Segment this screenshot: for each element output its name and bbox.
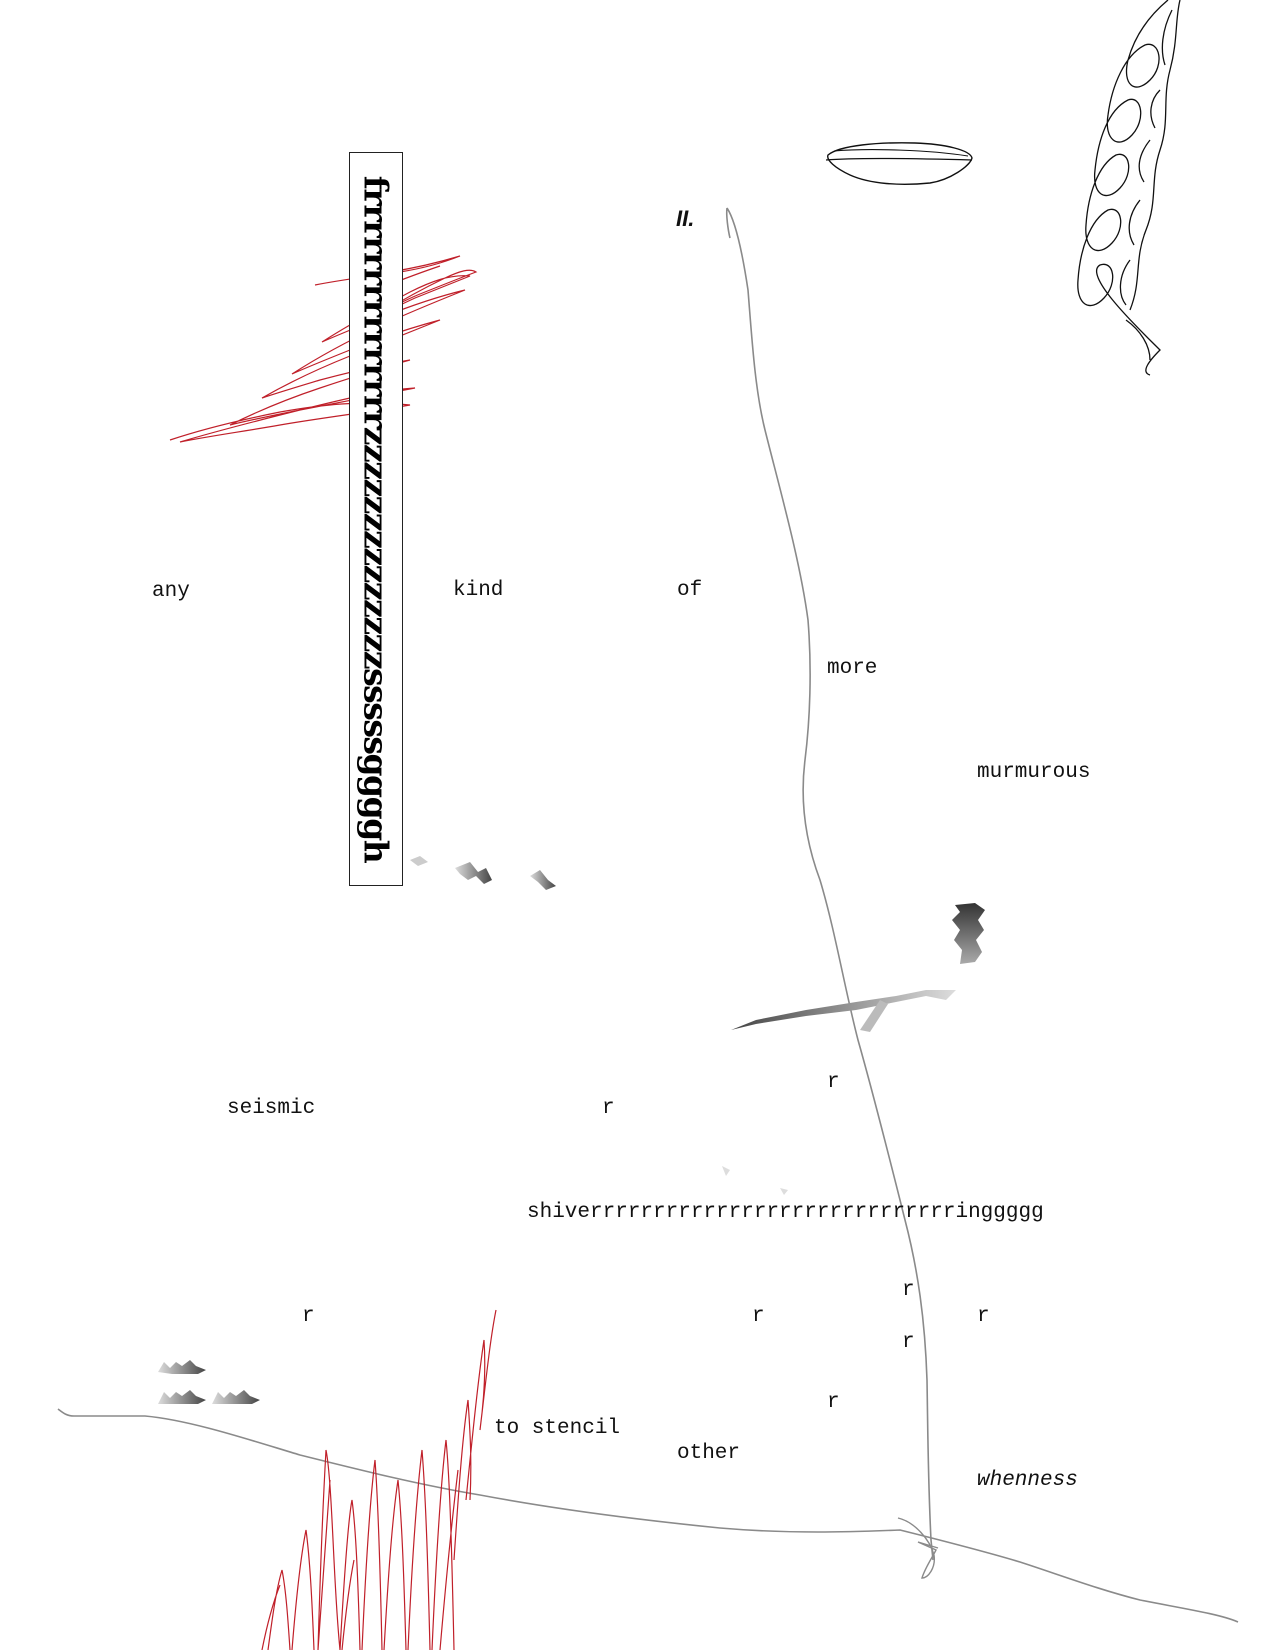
cursive-scribble-icon: [1077, 0, 1181, 376]
section-marker: II.: [676, 206, 695, 231]
word-r: r: [752, 1305, 765, 1328]
grey-vertical-hook: [725, 207, 731, 239]
word-r: r: [827, 1391, 840, 1414]
word-more: more: [827, 657, 878, 680]
grey-knot: [897, 1517, 939, 1579]
word-r: r: [902, 1279, 915, 1302]
word-kind: kind: [453, 579, 504, 602]
word-r: r: [602, 1097, 615, 1120]
red-scribble-icon: [261, 1309, 497, 1650]
red-scribble-icon: [169, 255, 478, 443]
word-r: r: [902, 1331, 915, 1354]
grey-horizontal-line: [57, 1408, 1239, 1623]
word-murmurous: murmurous: [977, 761, 1091, 784]
word-whenness: whenness: [977, 1469, 1078, 1492]
torn-fragment-icon: [158, 856, 985, 1404]
grey-vertical-line: [726, 207, 934, 1561]
word-r: r: [977, 1305, 990, 1328]
vertical-box-text: frrrrrrrrrrrrrrrzzzzzzzzzzzzzzsssssggggh: [356, 175, 396, 863]
word-r: r: [827, 1071, 840, 1094]
oval-sketch-icon: [825, 142, 973, 185]
word-seismic: seismic: [227, 1097, 316, 1120]
word-r: r: [302, 1305, 315, 1328]
word-of: of: [677, 579, 703, 602]
word-shivering: shiverrrrrrrrrrrrrrrrrrrrrrrrrrrrringggg…: [527, 1201, 1044, 1224]
word-to-stencil: to stencil: [494, 1417, 621, 1440]
vertical-text-box: frrrrrrrrrrrrrrrzzzzzzzzzzzzzzsssssggggh: [349, 152, 403, 886]
word-any: any: [152, 580, 190, 603]
word-other: other: [677, 1442, 741, 1465]
